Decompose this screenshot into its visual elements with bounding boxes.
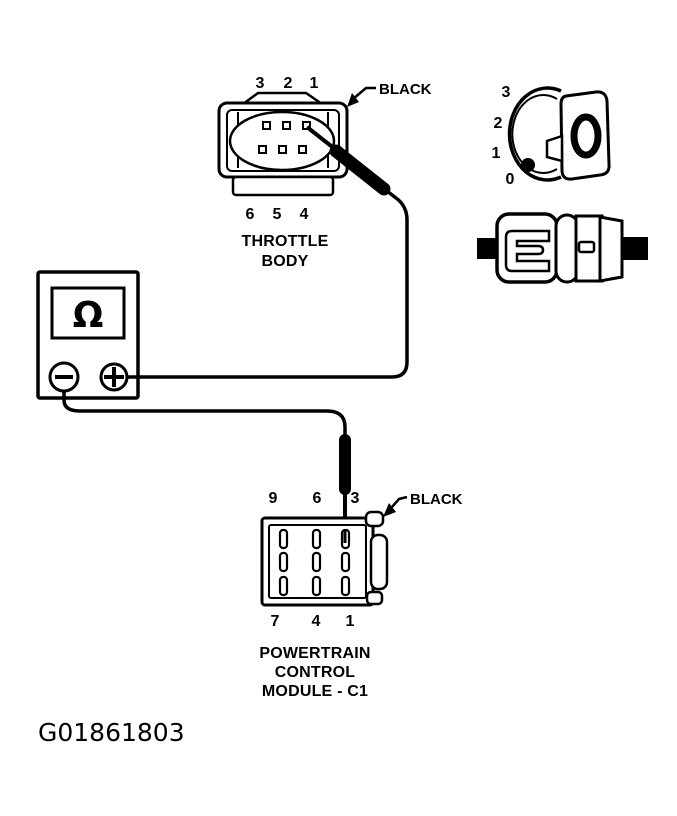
pcm-slot-4 — [311, 575, 322, 597]
pin-5 — [278, 145, 287, 154]
pcm-label-line3: MODULE - C1 — [262, 683, 368, 700]
pcm-slot-9 — [278, 528, 289, 550]
throttle-pin-number-4: 4 — [300, 206, 309, 223]
pcm-pin-number-7: 7 — [271, 613, 280, 630]
throttle-pin-number-1: 1 — [310, 75, 319, 92]
pcm-top-latch-tab — [364, 510, 385, 528]
black-callout-arrowhead-icon — [347, 93, 359, 107]
throttle-pin-number-6: 6 — [246, 206, 255, 223]
ohmmeter: Ω — [36, 270, 140, 400]
inline-connector-pair — [477, 212, 648, 284]
throttle-body-connector: 3 2 1 6 5 4 THROTTLE BODY BLACK — [217, 75, 432, 270]
pcm-slot-7 — [278, 575, 289, 597]
negative-lead-wire — [62, 391, 347, 437]
pin-4 — [298, 145, 307, 154]
pcm-connector: 9 6 3 7 4 1 BLACK POWERTRAIN CONTROL — [259, 490, 462, 700]
pin-6 — [258, 145, 267, 154]
key-blade-tab — [545, 134, 564, 163]
ignition-position-2: 2 — [494, 115, 503, 132]
key-head-hole — [570, 113, 602, 159]
male-connector-terminal-slot — [504, 229, 551, 273]
pcm-pin-number-6: 6 — [313, 490, 322, 507]
pcm-slot-1 — [340, 575, 351, 597]
pcm-slot-8 — [278, 551, 289, 573]
ignition-switch-illustration: 3 2 1 0 — [492, 84, 611, 188]
ignition-position-1: 1 — [492, 145, 501, 162]
throttle-pin-number-2: 2 — [284, 75, 293, 92]
pcm-side-latch — [369, 533, 389, 591]
positive-probe-needle — [305, 125, 342, 155]
left-wire-stub — [477, 238, 499, 259]
pcm-label-line1: POWERTRAIN — [259, 645, 370, 662]
position-pointer-dot-icon — [521, 158, 535, 172]
female-connector-rear — [598, 215, 624, 283]
lock-cylinder-ring — [507, 86, 562, 182]
figure-id: G01861803 — [38, 718, 185, 747]
ignition-position-0: 0 — [506, 171, 515, 188]
pin-3 — [262, 121, 271, 130]
pin-2 — [282, 121, 291, 130]
pcm-black-callout-arrowhead-icon — [383, 503, 396, 517]
connector-bottom-tab — [231, 175, 335, 197]
throttle-pin-number-3: 3 — [256, 75, 265, 92]
pcm-slot-5 — [311, 551, 322, 573]
throttle-body-label-line1: THROTTLE — [242, 233, 329, 250]
pcm-black-callout-leader — [391, 495, 408, 508]
pcm-slot-6 — [311, 528, 322, 550]
pcm-slot-2 — [340, 551, 351, 573]
positive-lead-wire — [126, 189, 409, 379]
pcm-label-line2: CONTROL — [275, 664, 356, 681]
right-wire-stub — [621, 237, 648, 260]
pcm-connector-color-label: BLACK — [410, 491, 463, 508]
pcm-bottom-latch-tab — [365, 590, 384, 606]
throttle-connector-color-label: BLACK — [379, 81, 432, 98]
throttle-body-label-line2: BODY — [261, 253, 308, 270]
throttle-pin-number-5: 5 — [273, 206, 282, 223]
ignition-position-3: 3 — [502, 84, 511, 101]
pcm-pin-number-9: 9 — [269, 490, 278, 507]
lock-cylinder-inner-line — [511, 94, 558, 174]
black-callout-leader — [352, 86, 376, 100]
female-connector-slot — [577, 240, 596, 254]
connector-oval-face — [228, 110, 336, 172]
pcm-pin-number-4: 4 — [312, 613, 321, 630]
ohmmeter-display — [50, 286, 126, 340]
test-leads — [62, 125, 409, 538]
ohm-symbol: Ω — [73, 295, 104, 336]
pcm-pin-number-1: 1 — [346, 613, 355, 630]
pcm-pin-number-3: 3 — [351, 490, 360, 507]
positive-probe-handle — [329, 144, 391, 196]
pcm-pin-slots — [278, 528, 351, 597]
